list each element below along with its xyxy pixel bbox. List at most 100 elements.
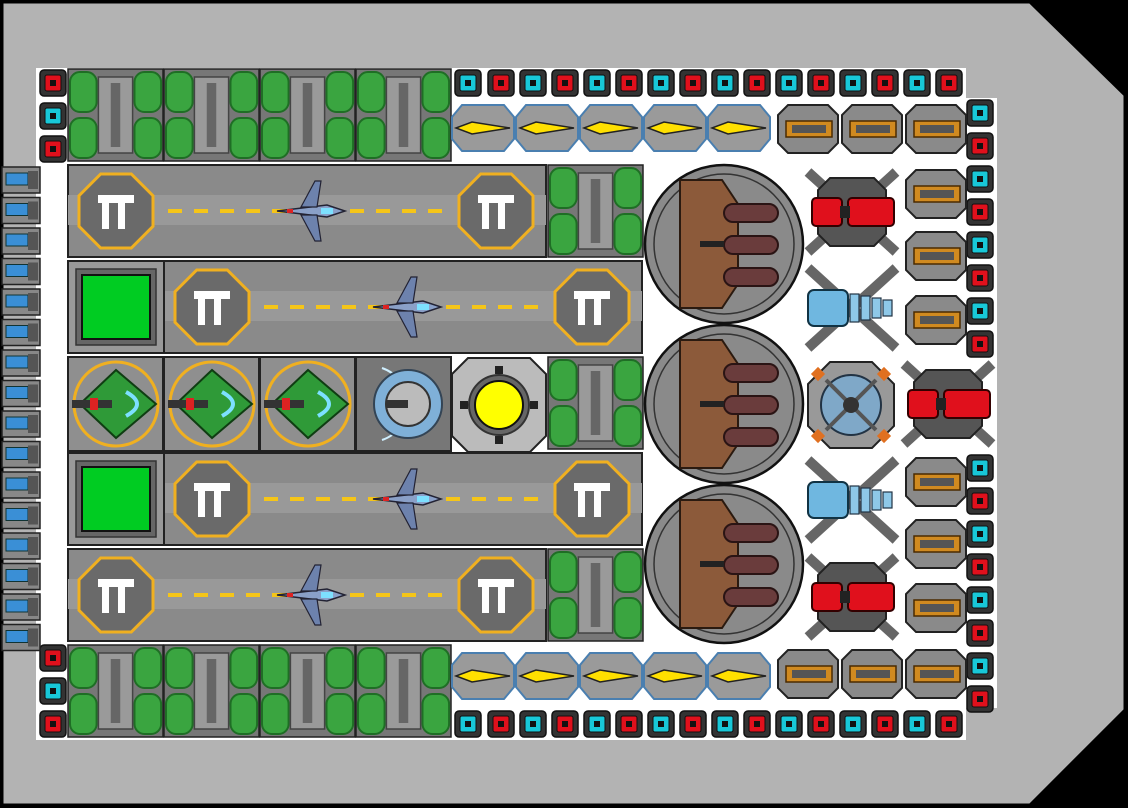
armor-block bbox=[807, 710, 835, 738]
armor-block bbox=[39, 677, 67, 705]
armor-block bbox=[551, 710, 579, 738]
fighter-ship-icon bbox=[372, 276, 444, 338]
armor-block bbox=[966, 586, 994, 614]
armor-block bbox=[966, 198, 994, 226]
armor-block bbox=[935, 710, 963, 738]
armor-block bbox=[966, 652, 994, 680]
armor-block bbox=[711, 710, 739, 738]
thruster bbox=[1, 562, 41, 591]
armor-block bbox=[39, 644, 67, 672]
cannon-icon bbox=[905, 169, 967, 219]
missile-launcher-icon bbox=[643, 104, 707, 152]
landing-pad-icon bbox=[553, 268, 631, 346]
red-turret bbox=[900, 360, 996, 448]
missile-launcher-icon bbox=[515, 652, 579, 700]
fuel-tank bbox=[355, 68, 452, 162]
cannon-icon bbox=[841, 649, 903, 699]
ion-cannon bbox=[804, 456, 900, 544]
cannon-icon bbox=[905, 457, 967, 507]
fighter-ship-icon bbox=[276, 564, 348, 626]
armor-block bbox=[871, 69, 899, 97]
armor-block bbox=[519, 710, 547, 738]
armor-block bbox=[966, 685, 994, 713]
thruster bbox=[1, 501, 41, 530]
shield-generator-icon bbox=[355, 356, 452, 452]
landing-pad-icon bbox=[77, 172, 155, 250]
armor-block bbox=[775, 710, 803, 738]
armor-block bbox=[966, 520, 994, 548]
armor-block bbox=[487, 710, 515, 738]
armor-block bbox=[454, 710, 482, 738]
armor-block bbox=[903, 710, 931, 738]
armor-block bbox=[679, 69, 707, 97]
armor-block bbox=[966, 454, 994, 482]
armor-block bbox=[519, 69, 547, 97]
armor-block bbox=[615, 69, 643, 97]
missile-launcher-icon bbox=[515, 104, 579, 152]
armor-block bbox=[775, 69, 803, 97]
armor-block bbox=[966, 99, 994, 127]
armor-block bbox=[583, 69, 611, 97]
cannon-icon bbox=[905, 104, 967, 154]
runway bbox=[163, 452, 643, 546]
landing-pad-icon bbox=[173, 268, 251, 346]
missile-launcher-icon bbox=[579, 104, 643, 152]
ion-cannon bbox=[804, 264, 900, 352]
armor-block bbox=[39, 710, 67, 738]
cannon-icon bbox=[905, 231, 967, 281]
fuel-tank bbox=[547, 164, 644, 258]
armor-block bbox=[39, 69, 67, 97]
thruster bbox=[1, 349, 41, 377]
cannon-icon bbox=[841, 104, 903, 154]
runway bbox=[163, 260, 643, 354]
missile-launcher-icon bbox=[707, 652, 771, 700]
thruster bbox=[1, 227, 41, 255]
fuel-tank bbox=[67, 644, 164, 738]
armor-block bbox=[39, 135, 67, 163]
landing-pad-icon bbox=[457, 172, 535, 250]
armor-block bbox=[966, 231, 994, 259]
armor-block bbox=[454, 69, 482, 97]
missile-launcher-icon bbox=[643, 652, 707, 700]
cannon-icon bbox=[905, 519, 967, 569]
heavy-turret-icon bbox=[643, 163, 805, 325]
armor-block bbox=[903, 69, 931, 97]
missile-launcher-icon bbox=[579, 652, 643, 700]
landing-pad-icon bbox=[457, 556, 535, 634]
parked-fighter bbox=[163, 356, 260, 452]
hangar-bay bbox=[67, 260, 165, 354]
armor-block bbox=[711, 69, 739, 97]
reactor-core-icon bbox=[451, 357, 547, 453]
heavy-turret-icon bbox=[643, 323, 805, 485]
fighter-ship-icon bbox=[372, 468, 444, 530]
armor-block bbox=[839, 710, 867, 738]
armor-block bbox=[966, 297, 994, 325]
armor-block bbox=[966, 264, 994, 292]
thruster bbox=[1, 318, 41, 347]
cannon-icon bbox=[777, 104, 839, 154]
parked-fighter bbox=[259, 356, 356, 452]
fuel-tank bbox=[259, 644, 356, 738]
heavy-turret-icon bbox=[643, 483, 805, 645]
armor-block bbox=[487, 69, 515, 97]
runway bbox=[67, 548, 547, 642]
fuel-tank bbox=[547, 356, 644, 450]
armor-block bbox=[743, 69, 771, 97]
thruster bbox=[1, 379, 41, 408]
red-turret bbox=[804, 553, 900, 641]
cannon-icon bbox=[905, 649, 967, 699]
red-turret bbox=[804, 168, 900, 256]
cannon-icon bbox=[905, 295, 967, 345]
thruster bbox=[1, 257, 41, 286]
missile-launcher-icon bbox=[451, 652, 515, 700]
armor-block bbox=[615, 710, 643, 738]
armor-block bbox=[647, 710, 675, 738]
armor-block bbox=[966, 619, 994, 647]
shield-projector bbox=[807, 361, 895, 449]
landing-pad-icon bbox=[77, 556, 155, 634]
fuel-tank bbox=[163, 68, 260, 162]
armor-block bbox=[935, 69, 963, 97]
hangar-bay bbox=[67, 452, 165, 546]
